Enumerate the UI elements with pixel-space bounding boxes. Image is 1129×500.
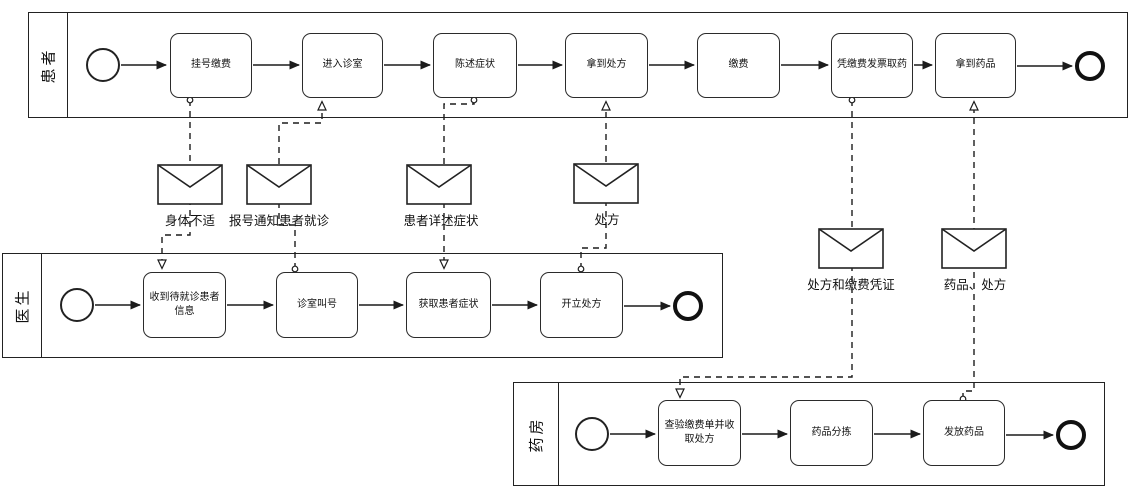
task-collect-medicine-with-invoice: 凭缴费发票取药 [831, 33, 913, 98]
msg-flow-prescription [577, 100, 611, 273]
task-pay-fee: 缴费 [697, 33, 780, 98]
end-event-pharmacy [1056, 420, 1086, 450]
lane-doctor-label-band: 医生 [3, 254, 42, 357]
msg-flow-payment-voucher [675, 96, 856, 399]
task-enter-room: 进入诊室 [302, 33, 383, 98]
task-verify-payment-collect-prescription: 查验缴费单并收取处方 [658, 400, 741, 466]
task-obtain-symptoms: 获取患者症状 [406, 272, 491, 338]
task-get-prescription: 拿到处方 [565, 33, 648, 98]
message-envelope-icon [818, 228, 884, 269]
task-register-pay: 挂号缴费 [170, 33, 252, 98]
task-dispense-medicine: 发放药品 [923, 400, 1005, 466]
message-label-prescription: 处方 [594, 213, 620, 227]
start-event-doctor [60, 288, 94, 322]
start-event-patient [86, 48, 120, 82]
message-envelope-icon [157, 164, 223, 205]
end-event-patient [1075, 51, 1105, 81]
task-call-number: 诊室叫号 [276, 272, 358, 338]
message-envelope-icon [246, 164, 312, 205]
task-issue-prescription: 开立处方 [540, 272, 623, 338]
task-describe-symptoms: 陈述症状 [433, 33, 517, 98]
message-label-call-number: 报号通知患者就诊 [228, 214, 330, 228]
task-receive-patient-info: 收到待就诊患者信息 [143, 272, 226, 338]
message-label-symptoms: 患者详述症状 [403, 214, 479, 228]
task-sort-medicine: 药品分拣 [790, 400, 873, 466]
message-envelope-icon [573, 163, 639, 204]
start-event-pharmacy [575, 417, 609, 451]
end-event-doctor [673, 291, 703, 321]
message-envelope-icon [406, 164, 472, 205]
message-envelope-icon [941, 228, 1007, 269]
lane-patient-label-band: 患者 [29, 13, 68, 117]
message-label-discomfort: 身体不适 [164, 214, 216, 228]
task-receive-medicine: 拿到药品 [935, 33, 1016, 98]
message-label-medicine-prescription: 药品、处方 [943, 278, 1007, 292]
message-label-payment-voucher: 处方和缴费凭证 [807, 278, 895, 292]
msg-flow-medicine [959, 100, 979, 403]
lane-pharmacy-label-band: 药房 [514, 383, 559, 485]
